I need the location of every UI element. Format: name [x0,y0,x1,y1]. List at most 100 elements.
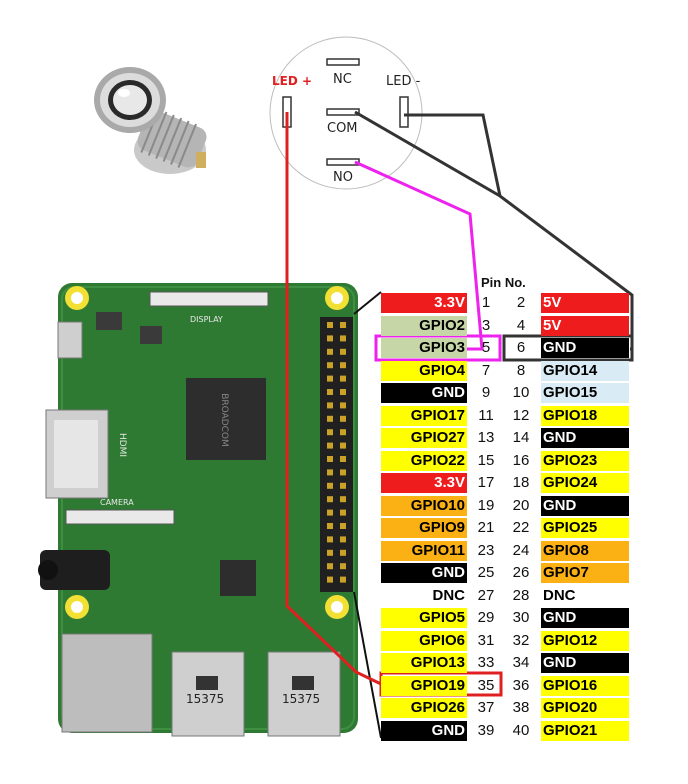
gpio-pin-dot [340,536,346,543]
gpio-pin-dot [340,322,346,328]
header-callout-bottom [353,591,382,739]
pin-right-number: 8 [516,361,526,379]
pin-right-name: GPIO15 [541,383,629,403]
pin-left-number: 33 [477,654,495,671]
pin-right-name: GPIO12 [541,630,629,651]
gpio-pin-dot [327,375,333,382]
gpio-pin-dot [340,469,346,476]
gpio-pin-dot [327,322,333,328]
pin-left-number: 9 [481,384,491,401]
pin-left-name: GPIO27 [381,428,467,448]
pin-right-name: GND [541,428,629,448]
gpio-pin-dot [340,563,346,570]
gpio-pin-dot [327,523,333,529]
pin-left-number: 23 [477,541,495,559]
gpio-pin-dot [340,389,346,395]
display-label: DISPLAY [190,315,223,324]
pin-left-number: 3 [481,316,491,334]
pin-right-number: 24 [512,541,530,559]
gpio-pin-dot [340,509,346,516]
gpio-pin-dot [327,402,333,409]
wire-no-to-gpio3 [354,160,484,351]
usb-port-2 [267,651,341,737]
pin-left-number: 25 [477,564,495,581]
gpio-pin-dot [327,348,333,355]
pin-left-name: GND [381,563,467,583]
gpio-pin-dot [327,469,333,476]
pin-left-number: 29 [477,609,495,626]
wire-led-plus-to-gpio19 [285,112,382,686]
no-label: NO [333,170,353,185]
gpio-pin-dot [327,415,333,422]
nc-label: NC [333,72,352,87]
pin-left-name: GPIO9 [381,518,467,538]
gpio-pin-dot [327,442,333,449]
pin-right-name: GND [541,653,629,673]
ethernet-port [61,633,153,733]
pin-right-number: 20 [512,496,530,514]
pin-right-name: GPIO8 [541,540,629,561]
pin-right-name: 5V [541,293,629,313]
pin-right-name: 5V [541,315,629,336]
pin-right-name: GND [541,495,629,516]
gpio-header [320,317,353,592]
gpio-pin-dot [340,362,346,369]
pin-left-name: 3.3V [381,293,467,313]
pin-right-number: 22 [512,519,530,536]
led-minus-label: LED - [386,74,421,89]
pin-right-number: 40 [512,721,530,739]
gpio-pin-dot [340,335,346,342]
pin-right-number: 6 [516,339,526,356]
pin-right-name: GPIO14 [541,360,629,381]
pin-right-name: GPIO7 [541,563,629,583]
gpio-pin-dot [327,536,333,543]
pin-right-name: GPIO16 [541,675,629,696]
pin-right-name: GPIO18 [541,405,629,426]
pin-number-header: Pin No. [481,275,526,290]
gpio-pin-dot [327,563,333,570]
pin-left-name: GPIO5 [381,608,467,628]
gpio-pin-dot [327,509,333,516]
camera-label: CAMERA [100,498,134,507]
pin-left-number: 11 [478,406,494,424]
led-plus-label: LED + [272,74,313,88]
gpio-pin-dot [340,442,346,449]
usb-label-1: 15375 [186,692,225,706]
pin-left-number: 35 [477,676,495,694]
pin-left-number: 39 [477,721,495,739]
gpio-pin-dot [327,429,333,436]
pin-right-name: GND [541,608,629,628]
pin-left-number: 27 [477,586,495,604]
com-pin [326,108,360,116]
pin-row: GND 9 10 GPIO15 [381,382,629,403]
switch-pinout [269,36,423,190]
gpio-pin-dot [340,496,346,503]
pin-right-number: 16 [512,451,530,469]
wire-led-minus [404,113,502,197]
pin-right-number: 4 [516,316,526,334]
gpio-pin-dot [340,415,346,422]
usb-label-2: 15375 [282,692,321,706]
gpio-pin-dot [327,456,333,462]
pin-right-name: GPIO20 [541,698,629,718]
pin-right-number: 38 [512,699,530,716]
push-button-photo [94,67,207,174]
gpio-pin-dot [327,335,333,342]
pin-left-name: GPIO26 [381,698,467,718]
pin-left-name: GPIO19 [381,675,467,696]
pin-right-name: DNC [543,586,576,604]
pin-left-name: GND [381,383,467,403]
pin-right-number: 10 [512,384,530,401]
gpio-pin-dot [340,549,346,556]
